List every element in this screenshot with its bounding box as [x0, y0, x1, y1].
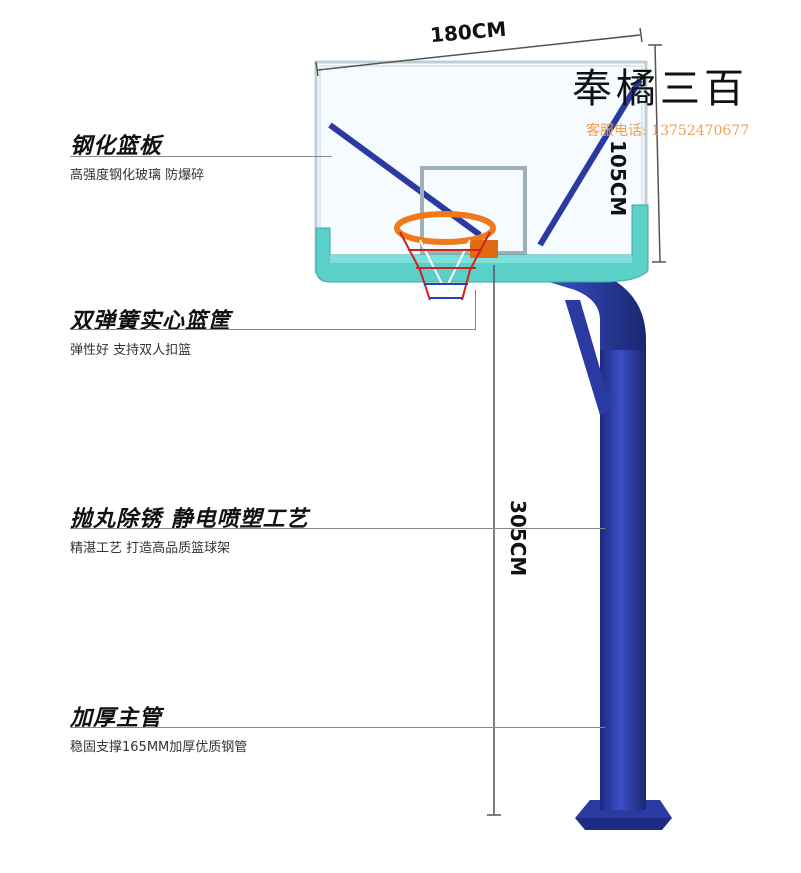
rim — [394, 211, 496, 245]
brand-name: 奉橘三百 — [572, 66, 748, 112]
leader-line — [475, 290, 476, 330]
contact-phone: 客服电话: 13752470677 — [586, 123, 750, 139]
feature-title: 抛丸除锈 静电喷塑工艺 — [70, 507, 309, 532]
feature-title: 双弹簧实心篮筐 — [70, 309, 232, 334]
main-pole — [600, 345, 646, 810]
feature-desc: 弹性好 支持双人扣篮 — [70, 343, 192, 358]
feature-desc: 精湛工艺 打造高品质篮球架 — [70, 541, 231, 556]
feature-rim: 双弹簧实心篮筐 弹性好 支持双人扣篮 — [70, 303, 231, 358]
feature-title: 钢化篮板 — [70, 134, 163, 159]
feature-pole: 加厚主管 稳固支撑165MM加厚优质钢管 — [70, 700, 247, 755]
feature-desc: 高强度钢化玻璃 防爆碎 — [70, 168, 205, 183]
base-plate — [575, 818, 672, 830]
leader-line — [70, 528, 605, 529]
leader-line — [70, 727, 605, 728]
height-dimension-label: 105CM — [606, 140, 630, 217]
net — [399, 231, 491, 301]
rim-height-dimension-label: 305CM — [506, 500, 530, 577]
feature-desc: 稳固支撑165MM加厚优质钢管 — [70, 740, 248, 755]
leader-line — [70, 156, 332, 157]
support-strut — [565, 300, 612, 415]
feature-backboard: 钢化篮板 高强度钢化玻璃 防爆碎 — [70, 128, 204, 183]
feature-coating: 抛丸除锈 静电喷塑工艺 精湛工艺 打造高品质篮球架 — [70, 501, 309, 556]
leader-line — [70, 329, 475, 330]
feature-title: 加厚主管 — [70, 706, 163, 731]
